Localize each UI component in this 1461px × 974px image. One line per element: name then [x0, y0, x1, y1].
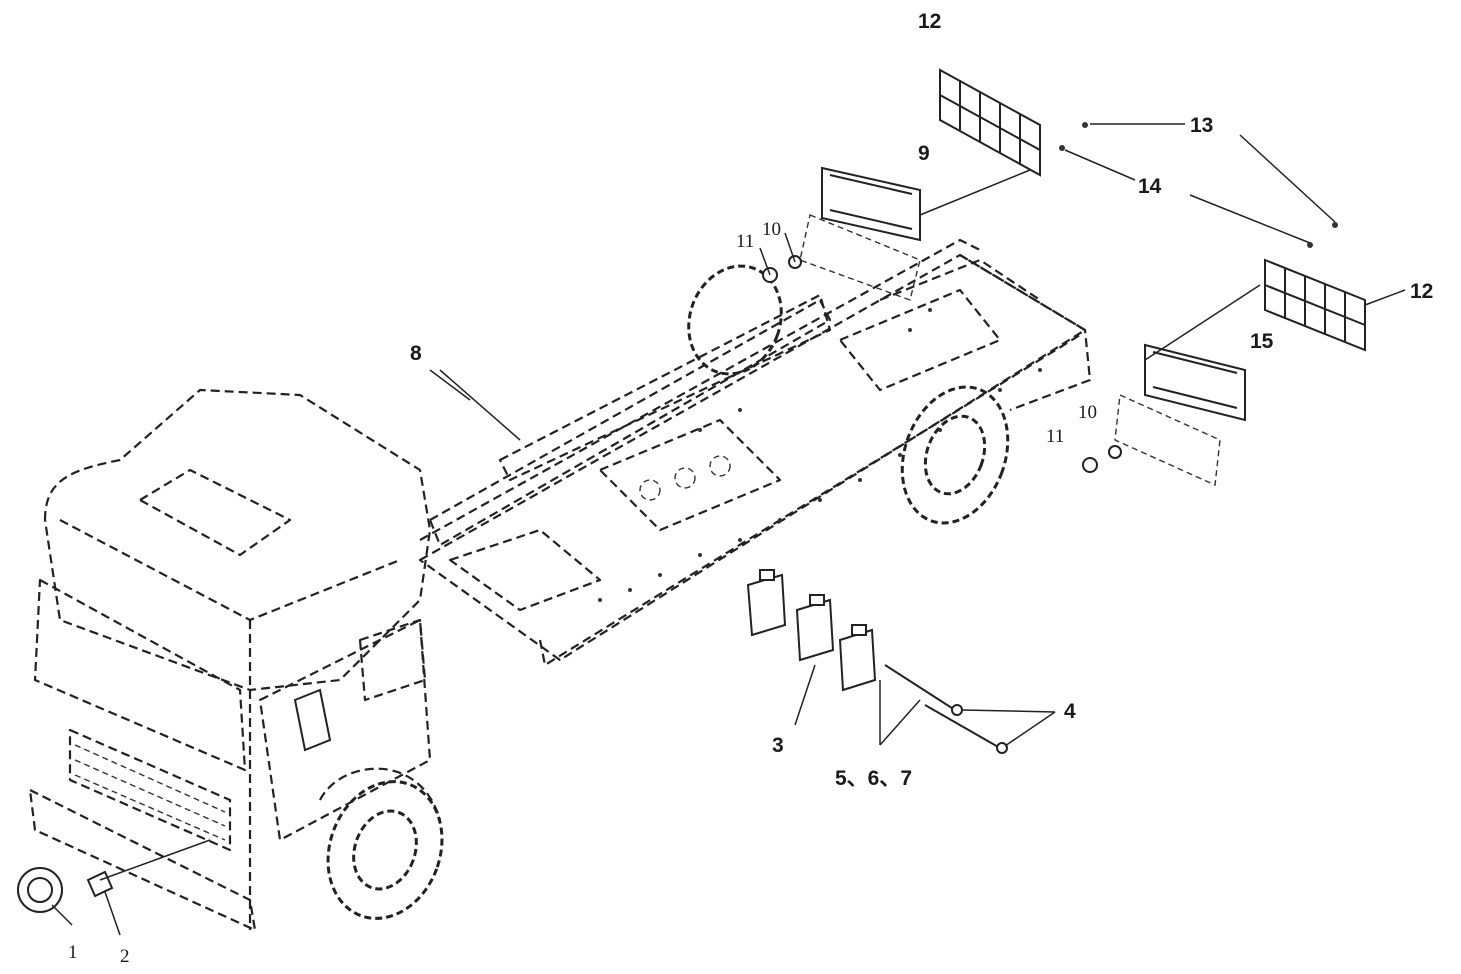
callout-13: 13 [1190, 114, 1213, 137]
callout-5-6-7: 5、6、7 [835, 767, 912, 790]
part-12-lamp-guard-right [1264, 258, 1406, 352]
part-2-sensor [86, 839, 211, 936]
callout-14: 14 [1138, 175, 1162, 198]
callout-1: 1 [68, 942, 78, 963]
callout-8: 8 [410, 342, 422, 365]
rear-wheel-right [900, 385, 1010, 525]
part-valve-block-1 [746, 569, 787, 637]
part-13-14-screws [1059, 122, 1338, 248]
part-9-rear-lamp-left [821, 166, 1031, 242]
rear-wheel-left [687, 264, 783, 376]
part-10-11-nuts [759, 232, 1122, 473]
callout-11-left: 11 [736, 231, 754, 252]
callout-12-right: 12 [1410, 280, 1433, 303]
frame-rivets [598, 308, 1042, 602]
part-15-rear-lamp-right [1144, 284, 1261, 422]
part-3-valve [794, 594, 835, 726]
lamp-bracket-right [1114, 393, 1221, 487]
callout-4: 4 [1064, 700, 1076, 723]
part-1-horn [17, 867, 73, 926]
chassis-frame [418, 238, 1092, 667]
part-567-valve [838, 624, 921, 746]
callout-10-right: 10 [1078, 402, 1097, 423]
front-wheel [319, 767, 444, 920]
part-4-bolts [884, 664, 1056, 754]
callout-10-left: 10 [762, 219, 781, 240]
callout-12-top: 12 [918, 10, 941, 33]
part-8-pointer [429, 369, 521, 441]
callout-2: 2 [120, 946, 130, 967]
part-12-lamp-guard-top [939, 68, 1041, 177]
lamp-bracket-left [799, 214, 921, 301]
callout-9: 9 [918, 142, 930, 165]
callout-15: 15 [1250, 330, 1274, 353]
truck-cab [28, 388, 432, 932]
callout-3: 3 [772, 734, 784, 757]
callout-11-right: 11 [1046, 426, 1064, 447]
